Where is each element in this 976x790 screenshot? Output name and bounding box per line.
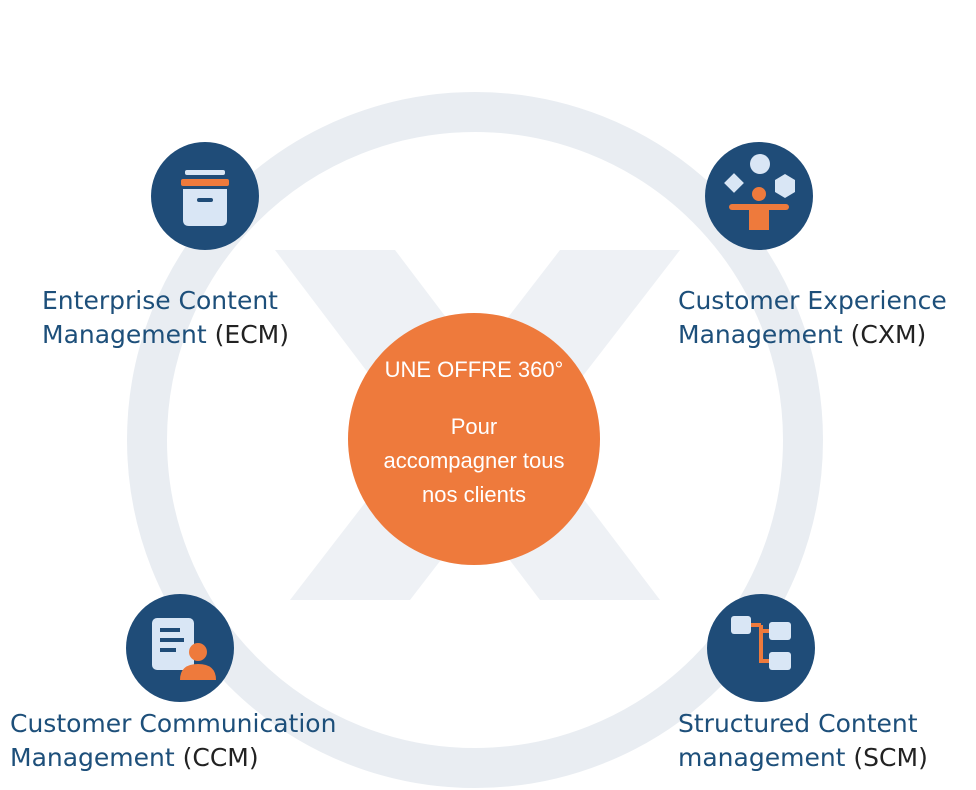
tree-structure-icon	[707, 594, 815, 702]
node-label-ecm: Enterprise Content Management (ECM)	[42, 284, 289, 352]
person-juggling-shapes-icon	[705, 142, 813, 250]
center-subtitle-line-2: accompagner tous	[383, 448, 565, 473]
center-circle: UNE OFFRE 360° Pour accompagner tous nos…	[348, 313, 600, 565]
node-label-scm: Structured Content management (SCM)	[678, 707, 928, 775]
node-abbr: (SCM)	[853, 743, 928, 772]
outer-ring	[127, 92, 823, 788]
center-title: UNE OFFRE 360°	[384, 357, 564, 382]
node-name-line-2: Management	[42, 320, 207, 349]
center-subtitle: Pour accompagner tous nos clients	[358, 410, 590, 512]
node-name-line-1: Enterprise Content	[42, 286, 278, 315]
node-abbr: (CXM)	[850, 320, 927, 349]
document-user-icon	[126, 594, 234, 702]
node-name-line-2: Management	[678, 320, 843, 349]
node-name-line-1: Customer Communication	[10, 709, 337, 738]
node-abbr: (ECM)	[214, 320, 289, 349]
center-subtitle-line-3: nos clients	[422, 482, 526, 507]
node-name-line-2: management	[678, 743, 846, 772]
node-label-cxm: Customer Experience Management (CXM)	[678, 284, 947, 352]
archive-box-icon	[151, 142, 259, 250]
node-name-line-1: Customer Experience	[678, 286, 947, 315]
node-label-ccm: Customer Communication Management (CCM)	[10, 707, 336, 775]
node-abbr: (CCM)	[182, 743, 259, 772]
node-name-line-1: Structured Content	[678, 709, 918, 738]
node-name-line-2: Management	[10, 743, 175, 772]
center-subtitle-line-1: Pour	[450, 414, 498, 439]
